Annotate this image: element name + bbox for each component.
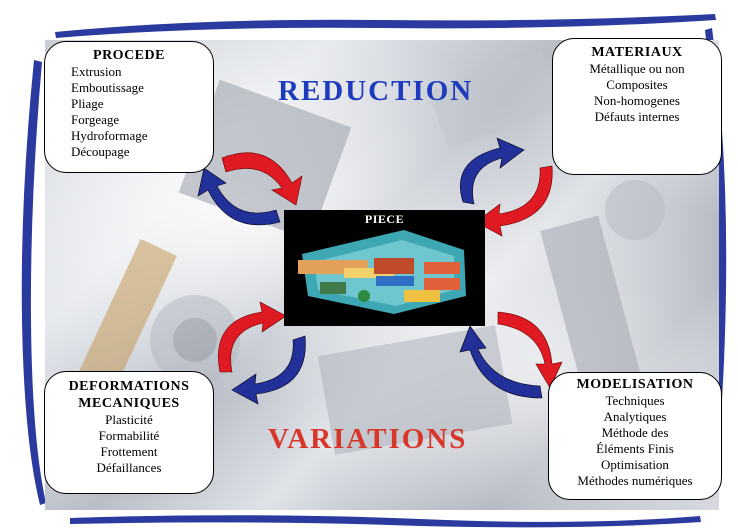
modelisation-box: MODELISATION Techniques Analytiques Méth…: [548, 372, 722, 500]
deformations-item: Plasticité: [105, 412, 153, 427]
deformations-title-line1: DEFORMATIONS: [68, 379, 190, 394]
modelisation-item: Analytiques: [603, 409, 667, 424]
deformations-item: Frottement: [100, 444, 158, 459]
deformations-item: Défaillances: [96, 460, 162, 475]
deformations-item: Formabilité: [98, 428, 160, 443]
materiaux-title: MATERIAUX: [591, 45, 683, 60]
modelisation-item: Techniques: [605, 393, 665, 408]
modelisation-title: MODELISATION: [576, 377, 694, 392]
arrow-blue-top-right: [460, 137, 525, 205]
procede-item: Extrusion: [71, 64, 122, 79]
arrow-red-top-left: [221, 152, 303, 206]
piece-illustration: [298, 230, 466, 314]
materiaux-item: Défauts internes: [594, 109, 680, 124]
variations-heading: VARIATIONS: [268, 423, 468, 455]
arrow-red-bottom-left: [218, 301, 287, 373]
piece-label: PIECE: [364, 212, 405, 226]
deformations-title-line2: MECANIQUES: [78, 396, 180, 411]
procede-list: Extrusion Emboutissage Pliage Forgeage H…: [45, 64, 213, 160]
materiaux-item: Composites: [606, 77, 668, 92]
procede-item: Pliage: [71, 96, 104, 111]
procede-title: PROCEDE: [93, 48, 165, 63]
materiaux-item: Métallique ou non: [589, 61, 685, 76]
frame-top-stroke: [55, 14, 716, 38]
frame-left-stroke: [21, 60, 46, 505]
modelisation-item: Optimisation: [601, 457, 669, 472]
materiaux-box: MATERIAUX Métallique ou non Composites N…: [552, 38, 722, 175]
materiaux-item: Non-homogenes: [594, 93, 680, 108]
modelisation-item: Méthodes numériques: [577, 473, 693, 488]
modelisation-item: Éléments Finis: [596, 441, 674, 456]
arrow-blue-top-left: [197, 167, 281, 226]
frame-bottom-stroke: [70, 515, 701, 528]
arrow-blue-bottom-left: [231, 335, 306, 405]
arrow-blue-bottom-right: [459, 325, 543, 399]
modelisation-item: Méthode des: [601, 425, 669, 440]
procede-item: Emboutissage: [71, 80, 144, 95]
deformations-box: DEFORMATIONS MECANIQUES Plasticité Forma…: [44, 371, 214, 494]
arrow-red-top-right: [475, 165, 553, 237]
procede-item: Découpage: [71, 144, 130, 159]
piece-image: PIECE: [284, 210, 485, 326]
procede-item: Hydroformage: [71, 128, 148, 143]
procede-item: Forgeage: [71, 112, 120, 127]
procede-box: PROCEDE Extrusion Emboutissage Pliage Fo…: [44, 41, 214, 173]
reduction-heading: REDUCTION: [278, 75, 474, 107]
